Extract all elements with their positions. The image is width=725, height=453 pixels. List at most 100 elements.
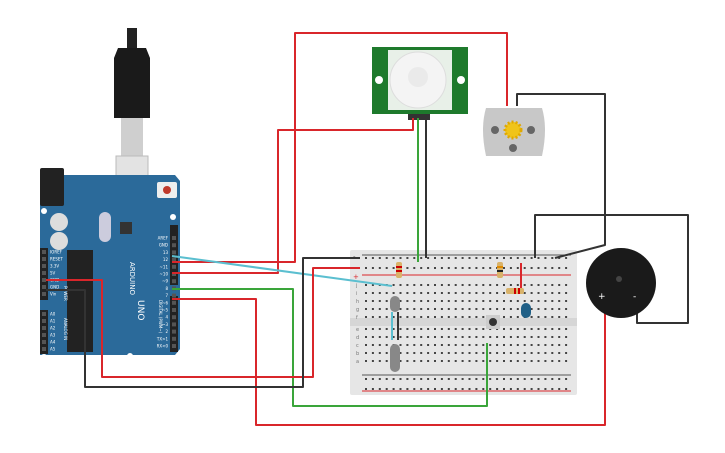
breadboard-hole[interactable] — [378, 300, 381, 302]
breadboard-hole[interactable] — [537, 308, 540, 310]
header-pin[interactable] — [172, 236, 176, 240]
breadboard-hole[interactable] — [558, 284, 561, 286]
wire-pin12-motor[interactable] — [172, 32, 508, 263]
breadboard-hole[interactable] — [544, 257, 547, 259]
breadboard-hole[interactable] — [475, 308, 478, 310]
breadboard-hole[interactable] — [482, 316, 485, 318]
breadboard-hole[interactable] — [503, 378, 505, 380]
breadboard-hole[interactable] — [475, 360, 478, 362]
breadboard-hole[interactable] — [454, 378, 457, 380]
breadboard-hole[interactable] — [509, 308, 512, 310]
breadboard-hole[interactable] — [392, 316, 395, 318]
breadboard-hole[interactable] — [434, 257, 436, 259]
breadboard-hole[interactable] — [365, 308, 367, 310]
breadboard-hole[interactable] — [565, 336, 568, 338]
breadboard-hole[interactable] — [406, 300, 409, 302]
breadboard-hole[interactable] — [399, 257, 402, 259]
breadboard-hole[interactable] — [434, 378, 436, 380]
breadboard-hole[interactable] — [420, 336, 423, 338]
breadboard-hole[interactable] — [544, 284, 547, 286]
breadboard-hole[interactable] — [537, 360, 540, 362]
breadboard-hole[interactable] — [427, 336, 430, 338]
resistor-2[interactable] — [497, 262, 503, 278]
header-pin[interactable] — [42, 319, 46, 323]
reset-button[interactable] — [163, 186, 171, 194]
breadboard-hole[interactable] — [392, 336, 395, 338]
breadboard-hole[interactable] — [496, 360, 499, 362]
breadboard-hole[interactable] — [420, 328, 423, 330]
breadboard-hole[interactable] — [516, 352, 519, 354]
breadboard-hole[interactable] — [413, 378, 416, 380]
breadboard-hole[interactable] — [516, 388, 519, 390]
breadboard-hole[interactable] — [406, 284, 409, 286]
breadboard-hole[interactable] — [482, 292, 485, 294]
breadboard-hole[interactable] — [434, 300, 436, 302]
header-pin[interactable] — [42, 292, 46, 296]
breadboard-hole[interactable] — [558, 336, 561, 338]
breadboard-hole[interactable] — [496, 388, 499, 390]
breadboard-hole[interactable] — [371, 292, 374, 294]
breadboard-hole[interactable] — [371, 257, 374, 259]
breadboard-hole[interactable] — [365, 284, 367, 286]
breadboard-hole[interactable] — [537, 257, 540, 259]
breadboard-hole[interactable] — [440, 284, 443, 286]
breadboard-hole[interactable] — [420, 316, 423, 318]
breadboard-hole[interactable] — [406, 267, 409, 269]
breadboard-hole[interactable] — [482, 257, 485, 259]
breadboard-hole[interactable] — [378, 336, 381, 338]
breadboard-hole[interactable] — [365, 336, 367, 338]
header-pin[interactable] — [172, 336, 176, 341]
breadboard-hole[interactable] — [461, 267, 464, 269]
breadboard-hole[interactable] — [503, 336, 505, 338]
breadboard-hole[interactable] — [434, 388, 436, 390]
breadboard-hole[interactable] — [468, 344, 471, 346]
breadboard-hole[interactable] — [503, 316, 505, 318]
breadboard-hole[interactable] — [378, 352, 381, 354]
breadboard-hole[interactable] — [392, 257, 395, 259]
breadboard-hole[interactable] — [385, 360, 388, 362]
breadboard-hole[interactable] — [385, 292, 388, 294]
breadboard-hole[interactable] — [399, 292, 402, 294]
breadboard-hole[interactable] — [558, 328, 561, 330]
breadboard-hole[interactable] — [544, 300, 547, 302]
breadboard-hole[interactable] — [447, 336, 450, 338]
breadboard-hole[interactable] — [434, 344, 436, 346]
breadboard-hole[interactable] — [454, 336, 457, 338]
breadboard-hole[interactable] — [537, 267, 540, 269]
breadboard-hole[interactable] — [447, 300, 450, 302]
breadboard-hole[interactable] — [482, 388, 485, 390]
breadboard-hole[interactable] — [378, 360, 381, 362]
breadboard-hole[interactable] — [509, 267, 512, 269]
header-pin[interactable] — [172, 329, 176, 334]
breadboard-hole[interactable] — [406, 344, 409, 346]
breadboard-hole[interactable] — [406, 352, 409, 354]
breadboard-hole[interactable] — [516, 300, 519, 302]
breadboard-hole[interactable] — [551, 344, 554, 346]
breadboard-hole[interactable] — [509, 300, 512, 302]
breadboard-hole[interactable] — [413, 352, 416, 354]
breadboard-hole[interactable] — [371, 308, 374, 310]
breadboard-hole[interactable] — [523, 267, 526, 269]
breadboard-hole[interactable] — [371, 388, 374, 390]
breadboard-hole[interactable] — [365, 292, 367, 294]
breadboard-hole[interactable] — [447, 284, 450, 286]
breadboard-hole[interactable] — [385, 344, 388, 346]
breadboard-hole[interactable] — [406, 360, 409, 362]
breadboard-hole[interactable] — [482, 378, 485, 380]
resistor-3[interactable] — [506, 288, 524, 294]
breadboard-hole[interactable] — [440, 352, 443, 354]
breadboard-hole[interactable] — [530, 336, 533, 338]
breadboard-hole[interactable] — [461, 336, 464, 338]
breadboard-hole[interactable] — [551, 316, 554, 318]
breadboard-hole[interactable] — [544, 292, 547, 294]
breadboard-hole[interactable] — [489, 378, 492, 380]
breadboard-hole[interactable] — [461, 344, 464, 346]
breadboard-hole[interactable] — [420, 308, 423, 310]
breadboard-hole[interactable] — [392, 378, 395, 380]
breadboard-hole[interactable] — [461, 328, 464, 330]
breadboard-hole[interactable] — [503, 344, 505, 346]
breadboard-hole[interactable] — [378, 378, 381, 380]
breadboard-hole[interactable] — [537, 352, 540, 354]
breadboard-hole[interactable] — [392, 284, 395, 286]
breadboard-hole[interactable] — [558, 378, 561, 380]
